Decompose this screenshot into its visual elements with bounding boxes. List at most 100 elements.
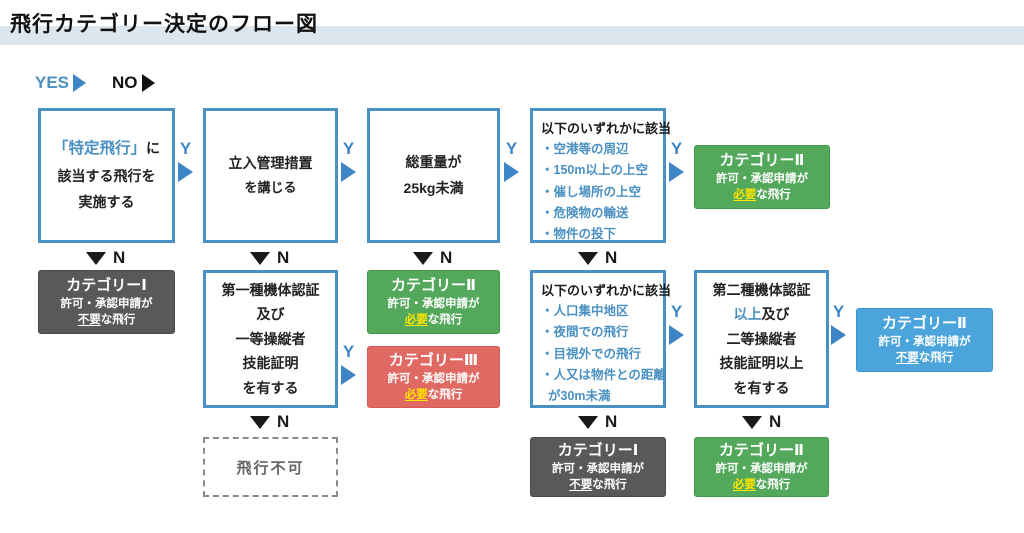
highlight-required: 必要 [404, 389, 428, 402]
yes-arrow: Y [831, 302, 846, 345]
highlight-required: 必要 [404, 314, 428, 327]
text-specific-flight: 「特定飛行」 [52, 140, 146, 158]
no-arrow: N [578, 412, 617, 432]
list-item: ・人又は物件との距離 [541, 367, 666, 382]
down-arrow-icon [413, 251, 433, 265]
result-subtitle: 許可・承認申請が [716, 173, 808, 186]
result-title: カテゴリーⅠ [66, 276, 147, 294]
result-subtitle: 許可・承認申請が [387, 373, 480, 386]
result-rest: な飛行 [755, 479, 791, 492]
list-item: ・夜間での飛行 [541, 325, 629, 340]
box-line: を有する [242, 379, 299, 396]
highlight-required: 必要 [732, 479, 756, 492]
list-item: ・人口集中地区 [541, 304, 629, 318]
down-arrow-icon [578, 415, 598, 429]
result-category1-top: カテゴリーⅠ 許可・承認申請が 不要な飛行 [38, 270, 175, 334]
down-arrow-icon [742, 415, 762, 429]
right-arrow-icon [504, 161, 519, 182]
result-subtitle: 必要な飛行 [405, 387, 463, 403]
list-item: が30m未満 [548, 389, 611, 404]
box-line: 立入管理措置 [228, 154, 313, 171]
result-title: カテゴリーⅠ [557, 441, 639, 459]
yes-arrow-label: Y [342, 342, 355, 361]
no-arrow: N [742, 412, 781, 432]
result-rest: な飛行 [427, 389, 463, 402]
box-line: 及び [256, 306, 285, 323]
result-subtitle: 必要な飛行 [733, 477, 791, 493]
no-arrow-label: N [769, 412, 782, 431]
result-subtitle: 許可・承認申請が [552, 463, 644, 476]
no-arrow: N [250, 412, 289, 432]
right-arrow-icon [341, 364, 356, 385]
right-arrow-icon [669, 161, 684, 182]
highlight-required: 必要 [733, 189, 757, 202]
result-rest: な飛行 [592, 479, 627, 492]
right-arrow-icon [341, 161, 356, 182]
yes-arrow: Y [341, 139, 356, 182]
box-line: を有する [733, 379, 790, 396]
box-line: 第二種機体認証 [712, 281, 811, 298]
box-airspace-conditions: 以下のいずれかに該当 ・空港等の周辺 ・150m以上の上空 ・催し場所の上空 ・… [530, 108, 671, 243]
box-weight-25kg: 総重量が 25kg未満 [367, 108, 500, 243]
yes-arrow-label: Y [505, 139, 518, 158]
box-line: 技能証明 [242, 355, 299, 372]
box-line: 総重量が [405, 153, 462, 170]
box-line: 一等操縦者 [235, 330, 306, 347]
result-rest: な飛行 [756, 189, 791, 202]
legend-yes-label: YES [35, 73, 70, 92]
box-no-fly: 飛行不可 [203, 437, 338, 497]
text-or-above: 以上 [733, 306, 762, 323]
yes-right-arrow-icon [73, 74, 87, 92]
result-rest: な飛行 [427, 314, 463, 327]
page-title: 飛行カテゴリー決定のフロー図 [10, 13, 318, 36]
list-item: ・催し場所の上空 [541, 184, 642, 199]
no-arrow: N [86, 248, 125, 268]
list-header: 以下のいずれかに該当 [541, 121, 672, 136]
no-arrow-label: N [277, 412, 290, 431]
list-item: ・物件の投下 [541, 227, 617, 242]
right-arrow-icon [178, 161, 193, 182]
down-arrow-icon [578, 251, 598, 265]
no-arrow-label: N [440, 248, 453, 267]
no-arrow-label: N [277, 248, 290, 267]
result-subtitle: 不要な飛行 [569, 477, 627, 493]
down-arrow-icon [86, 251, 106, 265]
box-entry-control: 立入管理措置 を講じる [203, 108, 338, 243]
result-title: カテゴリーⅡ [882, 314, 967, 332]
box-line: 第一種機体認証 [221, 281, 320, 298]
yes-arrow: Y [504, 139, 519, 182]
no-arrow: N [250, 248, 289, 268]
yes-arrow: Y [669, 302, 684, 345]
text-particle: に [146, 140, 160, 157]
no-arrow: N [578, 248, 617, 268]
no-arrow-label: N [113, 248, 126, 267]
yes-arrow-label: Y [670, 302, 683, 321]
result-rest: な飛行 [100, 314, 136, 327]
box-class2-certification: 第二種機体認証 以上及び 二等操縦者 技能証明以上 を有する [694, 270, 829, 408]
box-line: 「特定飛行」に [53, 135, 160, 164]
no-fly-label: 飛行不可 [236, 459, 305, 477]
list-item: ・目視外での飛行 [541, 346, 642, 361]
result-subtitle: 不要な飛行 [896, 350, 954, 366]
result-subtitle: 許可・承認申請が [715, 463, 808, 476]
yes-arrow-label: Y [832, 302, 845, 321]
list-item: ・危険物の輸送 [541, 205, 629, 220]
box-line: 以上及び [734, 302, 790, 327]
result-subtitle: 必要な飛行 [733, 187, 791, 203]
list-item: ・空港等の周辺 [541, 142, 629, 156]
yes-arrow: Y [178, 139, 193, 182]
box-class1-certification: 第一種機体認証 及び 一等操縦者 技能証明 を有する [203, 270, 338, 408]
yes-arrow: Y [341, 342, 356, 385]
result-category2-required-mid: カテゴリーⅡ 許可・承認申請が 必要な飛行 [367, 270, 500, 334]
yes-arrow-label: Y [670, 139, 683, 158]
result-category3-required: カテゴリーⅢ 許可・承認申請が 必要な飛行 [367, 346, 500, 408]
result-subtitle: 許可・承認申請が [387, 298, 480, 311]
result-subtitle: 許可・承認申請が [878, 336, 971, 349]
result-category2-not-required: カテゴリーⅡ 許可・承認申請が 不要な飛行 [856, 308, 993, 372]
yes-arrow-label: Y [342, 139, 355, 158]
box-line: 二等操縦者 [726, 330, 797, 347]
box-specific-flight: 「特定飛行」に 該当する飛行を 実施する [38, 108, 175, 243]
box-line: 25kg未満 [403, 179, 464, 196]
result-subtitle: 必要な飛行 [405, 312, 463, 328]
highlight-not-required: 不要 [77, 314, 101, 327]
